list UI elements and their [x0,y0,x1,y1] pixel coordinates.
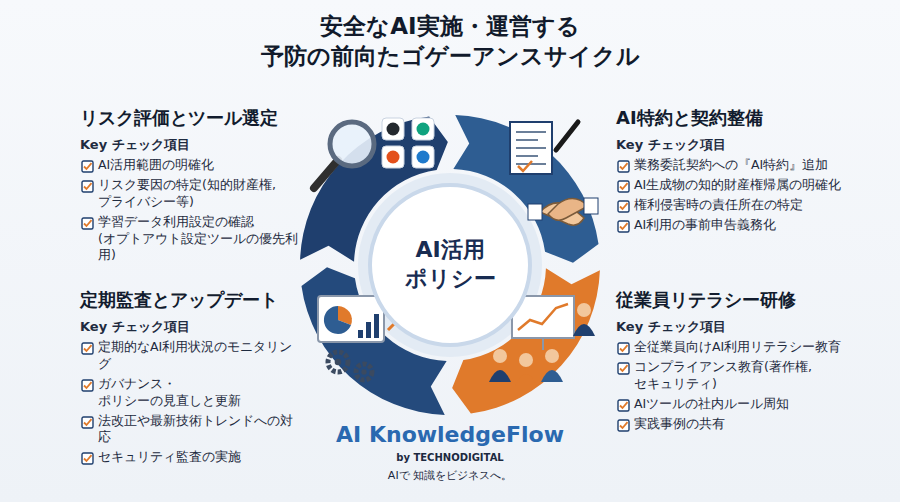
icons [314,118,598,386]
check-item: AI利用の事前申告義務化 [634,217,884,234]
check-item: 法改正や最新技術トレンドへの対応 [98,413,298,447]
check-item: AIツールの社内ルール周知 [634,396,884,413]
checkbox-icon [617,362,630,375]
check-item: リスク要因の特定(知的財産権, プライバシー等) [98,177,298,211]
section-heading: AI特約と契約整備 [616,106,884,130]
check-item: 定期的なAI利用状況のモニタリング [98,339,298,373]
section-heading: 従業員リテラシー研修 [616,288,884,312]
section-heading: リスク評価とツール選定 [80,106,298,130]
checkbox-icon [81,452,94,465]
check-item: コンプライアンス教育(著作権, セキュリティ) [634,359,884,393]
checkbox-icon [617,200,630,213]
check-item: セキュリティ監査の実施 [98,449,298,466]
footer-text: by TECHNODIGITAL [0,452,900,463]
check-subheading: Key チェック項目 [616,136,884,154]
footer-text: AI KnowledgeFlow [0,422,900,447]
check-subheading: Key チェック項目 [616,318,884,336]
checkbox-icon [81,217,94,230]
check-item: 学習データ利用設定の確認 (オプトアウト設定ツールの優先利用) [98,214,298,265]
checkbox-icon [617,399,630,412]
check-subheading: Key チェック項目 [80,136,298,154]
checkbox-icon [617,220,630,233]
checkbox-icon [81,416,94,429]
section-heading: 定期監査とアップデート [80,288,298,312]
checkbox-icon [617,160,630,173]
checkbox-icon [81,342,94,355]
check-item: 実践事例の共有 [634,416,884,433]
circle-outline [366,181,534,349]
check-subheading: Key チェック項目 [80,318,298,336]
check-item: ガバナンス・ポリシーの見直しと更新 [98,376,298,410]
check-item: 権利侵害時の責任所在の特定 [634,197,884,214]
check-item: AI生成物の知的財産権帰属の明確化 [634,177,884,194]
check-item: AI活用範囲の明確化 [98,157,298,174]
checkbox-icon [81,180,94,193]
checkbox-icon [617,180,630,193]
footer-text: AIで 知識をビジネスへ。 [0,468,900,483]
checkbox-icon [617,419,630,432]
check-item: 全従業員向けAI利用リテラシー教育 [634,339,884,356]
node-text: AI活用 ポリシー [386,236,514,293]
checkbox-icon [81,379,94,392]
check-item: 業務委託契約への『AI特約』追加 [634,157,884,174]
cycle-arrows [300,115,600,415]
policy-circle: AI活用 ポリシー [366,181,534,349]
checkbox-icon [617,342,630,355]
diagram-title: 安全なAI実施・運営する 予防の前向たゴゲーアンスサイクル [240,12,660,72]
checkbox-icon [81,160,94,173]
